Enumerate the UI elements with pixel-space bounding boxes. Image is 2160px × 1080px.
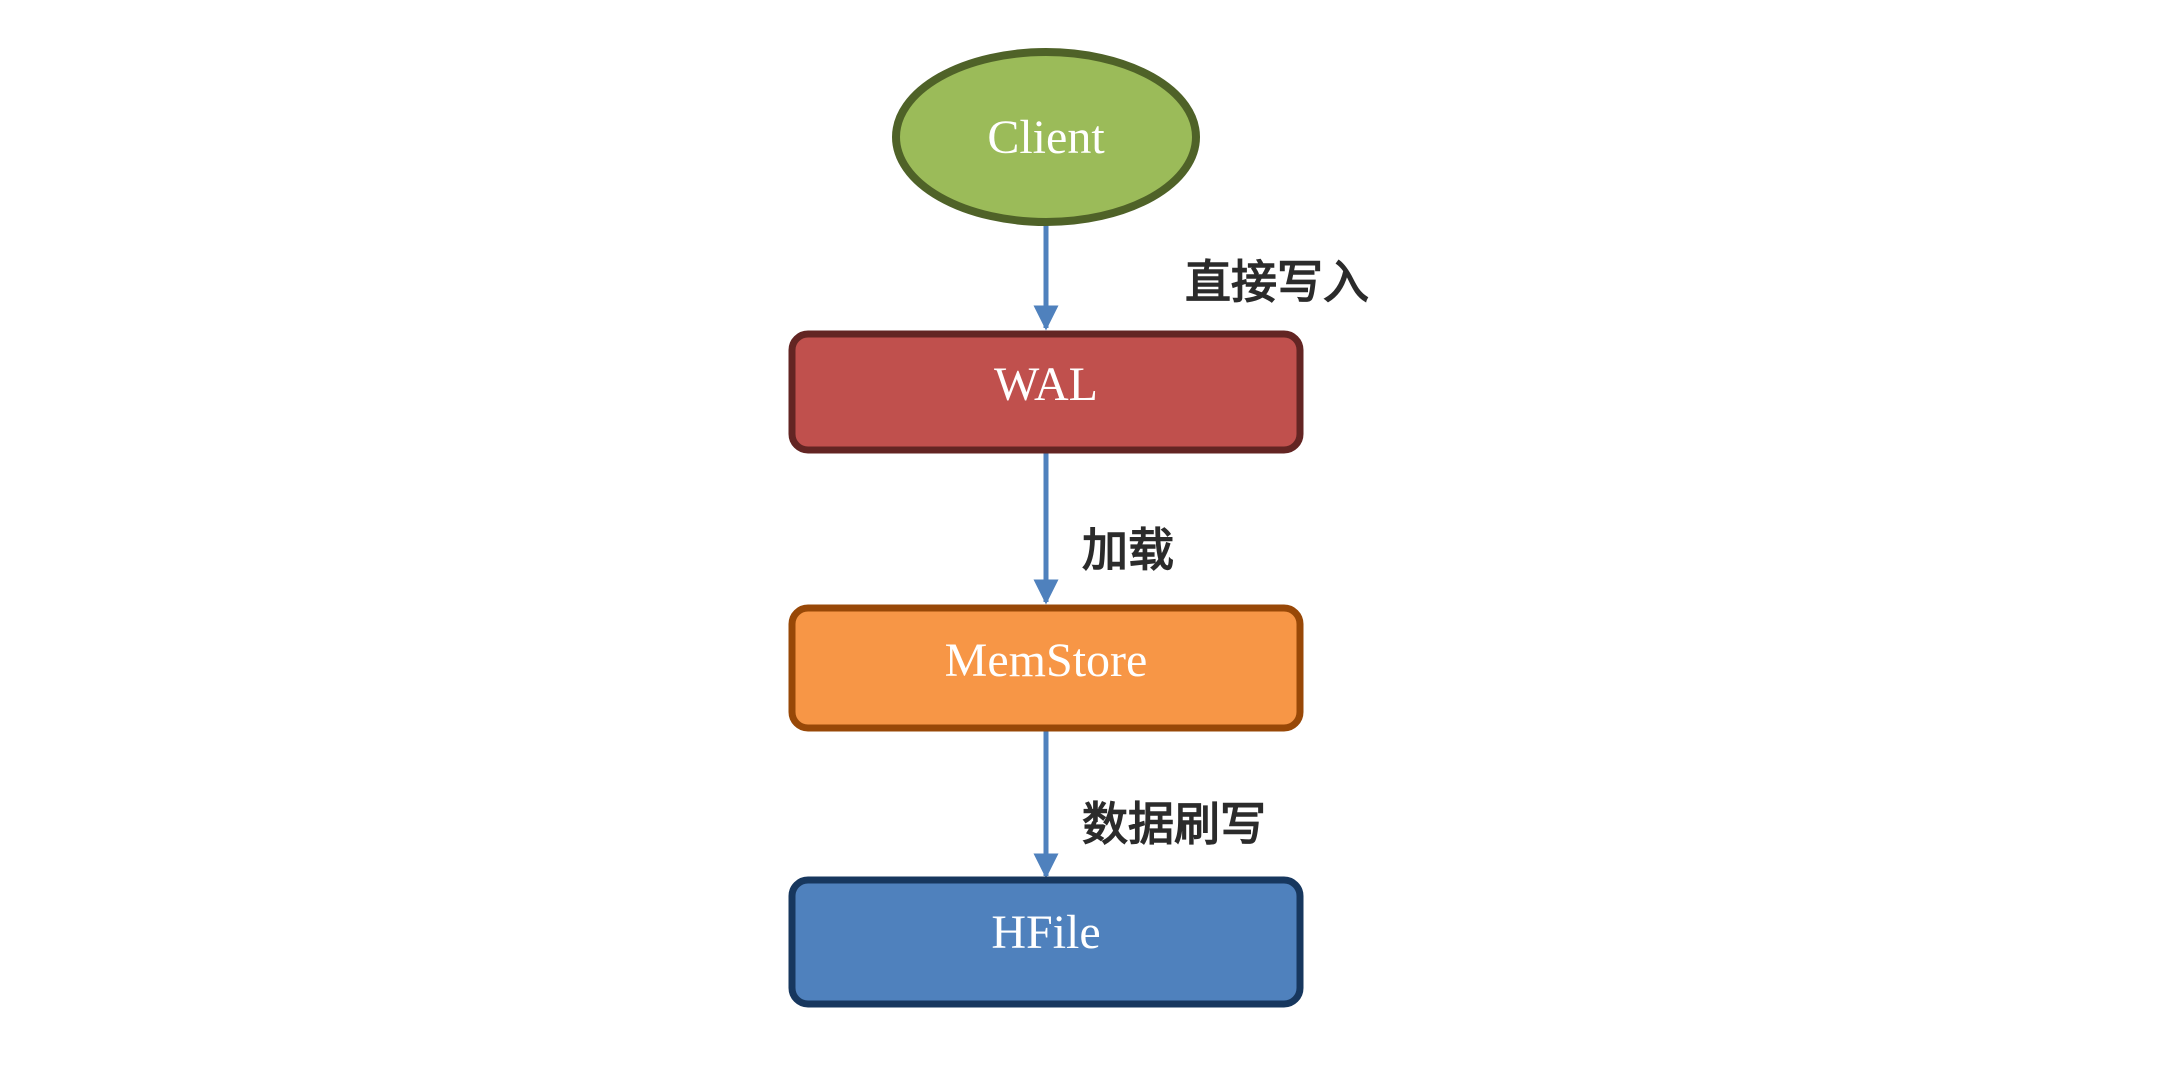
wal-label: WAL [994, 358, 1098, 411]
edge-label-load: 加载 [1082, 523, 1174, 577]
edge-label-flush: 数据刷写 [1082, 797, 1266, 851]
node-hfile: HFile [788, 876, 1304, 1008]
edge-label-direct-write: 直接写入 [1185, 255, 1369, 309]
node-wal: WAL [788, 330, 1304, 454]
client-ellipse [892, 48, 1200, 226]
client-label: Client [987, 111, 1105, 164]
node-client: Client [892, 48, 1200, 226]
hfile-box [788, 876, 1304, 1008]
memstore-box [788, 604, 1304, 732]
memstore-label: MemStore [945, 634, 1148, 687]
node-memstore: MemStore [788, 604, 1304, 732]
hfile-label: HFile [991, 906, 1100, 959]
wal-box [788, 330, 1304, 454]
